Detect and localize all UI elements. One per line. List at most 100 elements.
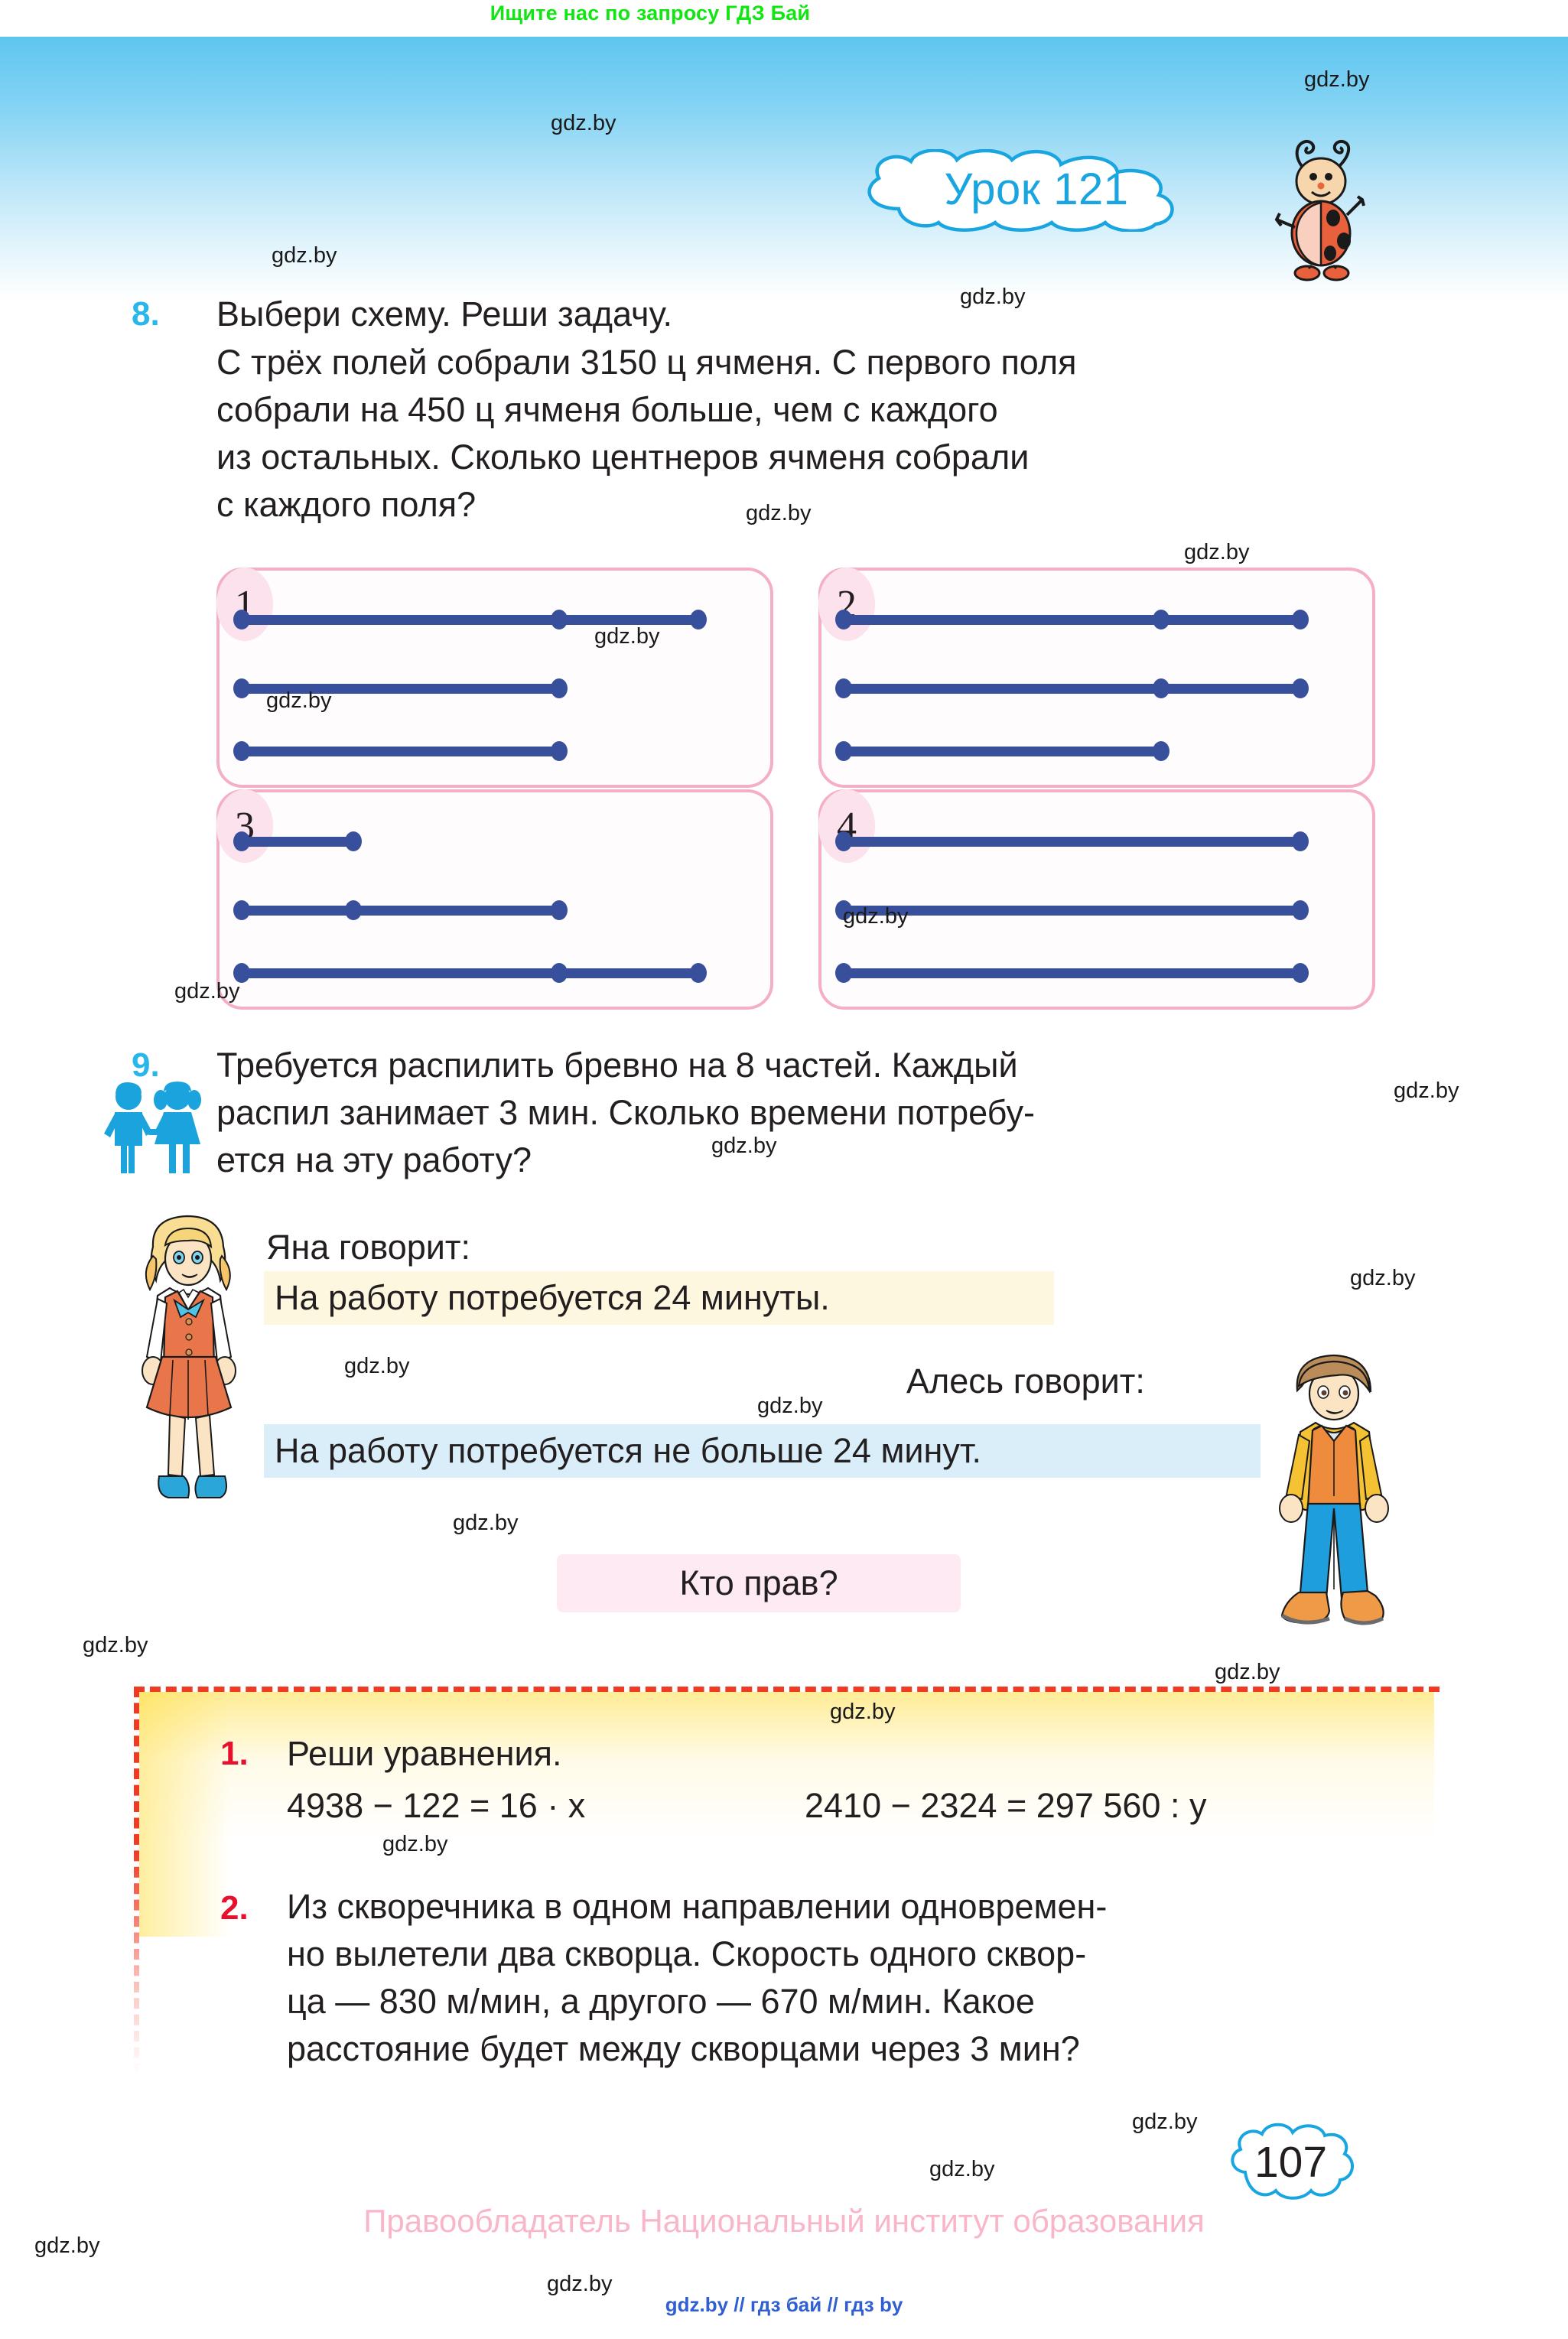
scheme-3-segment-1-point-1 [233,831,251,851]
watermark-21: gdz.by [1132,2110,1198,2134]
scheme-3-segment-3 [242,968,699,978]
scheme-4-segment-2 [844,906,1301,916]
watermark-8: gdz.by [266,688,332,713]
scheme-2-segment-3-point-2 [1153,741,1170,761]
scheme-2-segment-1-point-3 [1292,610,1309,629]
watermark-11: gdz.by [1394,1078,1459,1103]
scheme-4-segment-2-point-1 [835,900,853,920]
scheme-4-segment-1 [844,837,1301,847]
exercise-8-line-3: из остальных. Сколько центнеров ячменя с… [216,438,1030,477]
watermark-5: gdz.by [746,501,812,525]
scheme-1-segment-1-point-3 [690,610,708,629]
exercise-9-line-2: распил занимает 3 мин. Сколько времени п… [216,1093,1035,1132]
homework-1-number: 1. [220,1735,249,1772]
bottom-links[interactable]: gdz.by // гдз бай // гдз by [665,2293,903,2316]
scheme-4-segment-3-point-2 [1292,963,1309,983]
scheme-3-segment-1 [242,837,353,847]
boy-answer-text: На работу потребуется не больше 24 минут… [275,1431,981,1470]
scheme-3-segment-3-point-3 [690,963,708,983]
scheme-1-badge: 1 [216,568,273,641]
scheme-option-4[interactable]: 4 [818,789,1375,1010]
scheme-3-badge: 3 [216,789,273,863]
watermark-13: gdz.by [344,1354,410,1378]
watermark-10: gdz.by [843,904,909,929]
homework-2-line-3: ца — 830 м/мин, а другого — 670 м/мин. К… [287,1982,1035,2021]
exercise-8-prompt: Выбери схему. Реши задачу. [216,294,672,333]
homework-dashed-frame [134,1687,1440,2074]
scheme-4-badge: 4 [818,789,875,863]
scheme-4-segment-3 [844,968,1301,978]
scheme-2-segment-3-point-1 [835,741,853,761]
page-cloud-shape-icon [1231,2123,1354,2200]
ladybug-mascot-icon [1266,134,1384,291]
watermark-7: gdz.by [594,624,660,649]
scheme-1-segment-1-point-1 [233,610,251,629]
scheme-2-segment-1 [844,615,1301,625]
scheme-2-segment-2-point-2 [1153,678,1170,698]
watermark-12: gdz.by [711,1134,777,1158]
scheme-option-3[interactable]: 3 [216,789,773,1010]
homework-1-equation-2: 2410 − 2324 = 297 560 : y [805,1786,1207,1825]
scheme-3-segment-3-point-2 [551,963,568,983]
scheme-4-segment-1-point-1 [835,831,853,851]
watermark-15: gdz.by [757,1394,823,1418]
scheme-3-segment-2 [242,906,560,916]
scheme-2-segment-2-point-1 [835,678,853,698]
scheme-3-segment-3-point-1 [233,963,251,983]
scheme-2-segment-3 [844,747,1162,756]
who-is-right-text: Кто прав? [679,1563,838,1602]
scheme-1-segment-1-point-2 [551,610,568,629]
watermark-14: gdz.by [1350,1266,1416,1290]
watermark-20: gdz.by [382,1832,448,1856]
watermark-3: gdz.by [272,243,337,268]
watermark-17: gdz.by [83,1633,148,1657]
scheme-1-segment-3-point-2 [551,741,568,761]
boy-answer-bubble: На работу потребуется не больше 24 минут… [264,1424,1261,1478]
scheme-3-segment-1-point-2 [344,831,362,851]
scheme-4-segment-1-point-2 [1292,831,1309,851]
girl-character-avatar [113,1207,266,1536]
scheme-2-segment-1-point-1 [835,610,853,629]
scheme-4-segment-2-point-2 [1292,900,1309,920]
homework-1-prompt: Реши уравнения. [287,1734,562,1773]
kids-pair-icon [98,1077,213,1176]
exercise-8-number: 8. [132,295,160,333]
exercise-8-line-4: с каждого поля? [216,485,477,524]
watermark-19: gdz.by [830,1700,896,1724]
homework-2-line-4: расстояние будет между скворцами через 3… [287,2029,1080,2068]
scheme-3-segment-2-point-3 [551,900,568,920]
scheme-1-segment-2 [242,684,560,694]
watermark-2: gdz.by [551,111,616,135]
watermark-1: gdz.by [1304,67,1370,92]
scheme-1-segment-3 [242,747,560,756]
scheme-2-segment-2 [844,684,1301,694]
watermark-9: gdz.by [174,979,240,1004]
girl-answer-text: На работу потребуется 24 минуты. [275,1278,830,1317]
scheme-3-segment-2-point-1 [233,900,251,920]
who-is-right-box: Кто прав? [557,1554,961,1612]
exercise-9-line-1: Требуется распилить бревно на 8 частей. … [216,1046,1018,1085]
scheme-2-badge: 2 [818,568,875,641]
watermark-18: gdz.by [1215,1660,1280,1684]
scheme-1-segment-1 [242,615,699,625]
boy-character-avatar [1254,1346,1415,1652]
watermark-6: gdz.by [1184,540,1250,564]
girl-speaker-label: Яна говорит: [266,1228,471,1267]
lesson-title-text: Урок 121 [944,164,1129,214]
cloud-shape-icon [867,149,1174,232]
homework-1-equation-1: 4938 − 122 = 16 · x [287,1786,586,1825]
watermark-23: gdz.by [34,2233,100,2258]
scheme-1-segment-2-point-2 [551,678,568,698]
scheme-option-2[interactable]: 2 [818,568,1375,788]
promo-bar: Ищите нас по запросу ГДЗ Бай [0,0,1568,37]
scheme-3-segment-2-point-2 [344,900,362,920]
scheme-option-1[interactable]: 1 [216,568,773,788]
scheme-1-segment-2-point-1 [233,678,251,698]
homework-2-line-2: но вылетели два скворца. Скорость одного… [287,1934,1087,1973]
watermark-22: gdz.by [929,2157,995,2181]
scheme-2-segment-1-point-2 [1153,610,1170,629]
exercise-9-number: 9. [132,1046,160,1084]
exercise-8-line-1: С трёх полей собрали 3150 ц ячменя. С пе… [216,343,1077,382]
scheme-4-segment-3-point-1 [835,963,853,983]
